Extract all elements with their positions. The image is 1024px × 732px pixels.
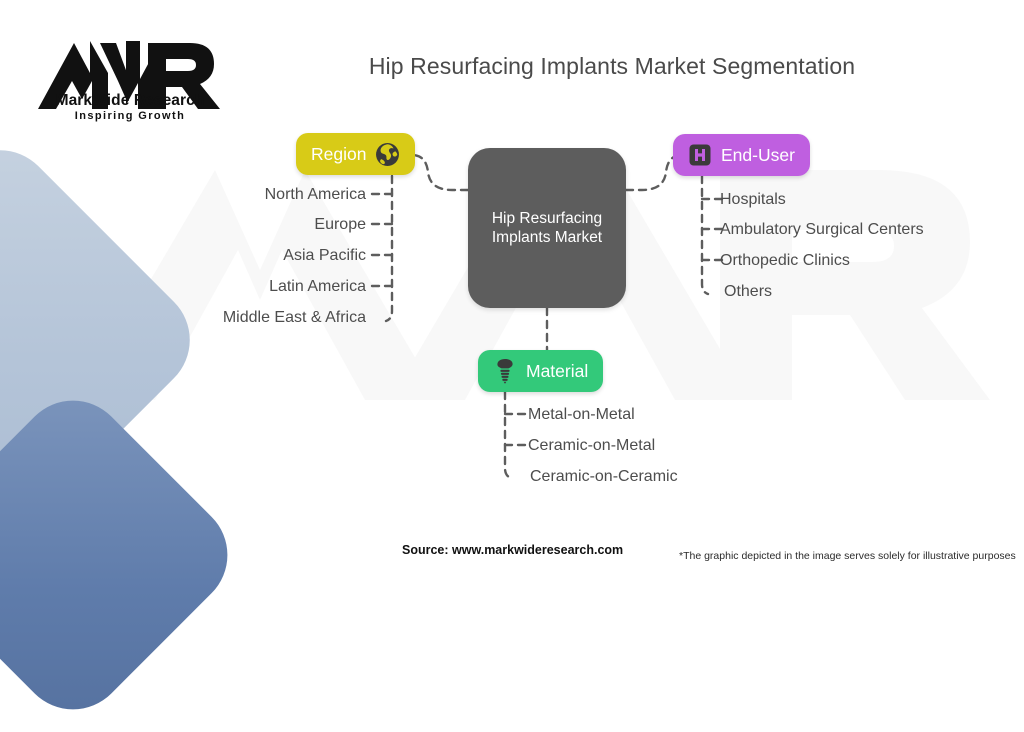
brand-tagline: Inspiring Growth xyxy=(74,110,186,122)
markwide-logo-icon xyxy=(38,41,220,109)
footer-disclaimer: *The graphic depicted in the image serve… xyxy=(679,550,1016,562)
leaf-region-1: Europe xyxy=(314,216,366,233)
leaf-region-0: North America xyxy=(264,186,366,203)
footer-source: Source: www.markwideresearch.com xyxy=(402,543,624,557)
branch-label-material: Material xyxy=(526,360,589,381)
leaf-region-2: Asia Pacific xyxy=(283,247,366,264)
globe-icon xyxy=(375,142,400,167)
leaf-material-1: Ceramic-on-Metal xyxy=(528,437,656,454)
leaf-end-user-0: Hospitals xyxy=(720,191,786,208)
branch-badge-material[interactable]: Material xyxy=(478,350,604,392)
infographic-canvas: MarkWide Research Inspiring Growth Hip R… xyxy=(0,41,1016,732)
brand-name: MarkWide Research xyxy=(55,92,205,109)
branch-label-region: Region xyxy=(311,143,367,164)
page-title: Hip Resurfacing Implants Market Segmenta… xyxy=(368,53,856,79)
hospital-icon xyxy=(688,143,712,167)
branch-label-end-user: End-User xyxy=(721,144,795,165)
branch-badge-end-user[interactable]: End-User xyxy=(673,134,810,176)
leaf-end-user-1: Ambulatory Surgical Centers xyxy=(720,221,924,238)
leaf-end-user-3: Others xyxy=(724,283,773,300)
leaf-material-2: Ceramic-on-Ceramic xyxy=(530,468,678,485)
leaf-region-3: Latin America xyxy=(269,278,366,295)
leaf-region-4: Middle East & Africa xyxy=(222,309,366,326)
center-node-label: Hip Resurfacing Implants Market xyxy=(491,210,603,246)
leaf-material-0: Metal-on-Metal xyxy=(528,406,635,423)
leaf-end-user-2: Orthopedic Clinics xyxy=(720,252,850,269)
center-node[interactable]: Hip Resurfacing Implants Market xyxy=(468,148,626,308)
implant-icon xyxy=(493,358,517,384)
branch-badge-region[interactable]: Region xyxy=(296,133,416,175)
